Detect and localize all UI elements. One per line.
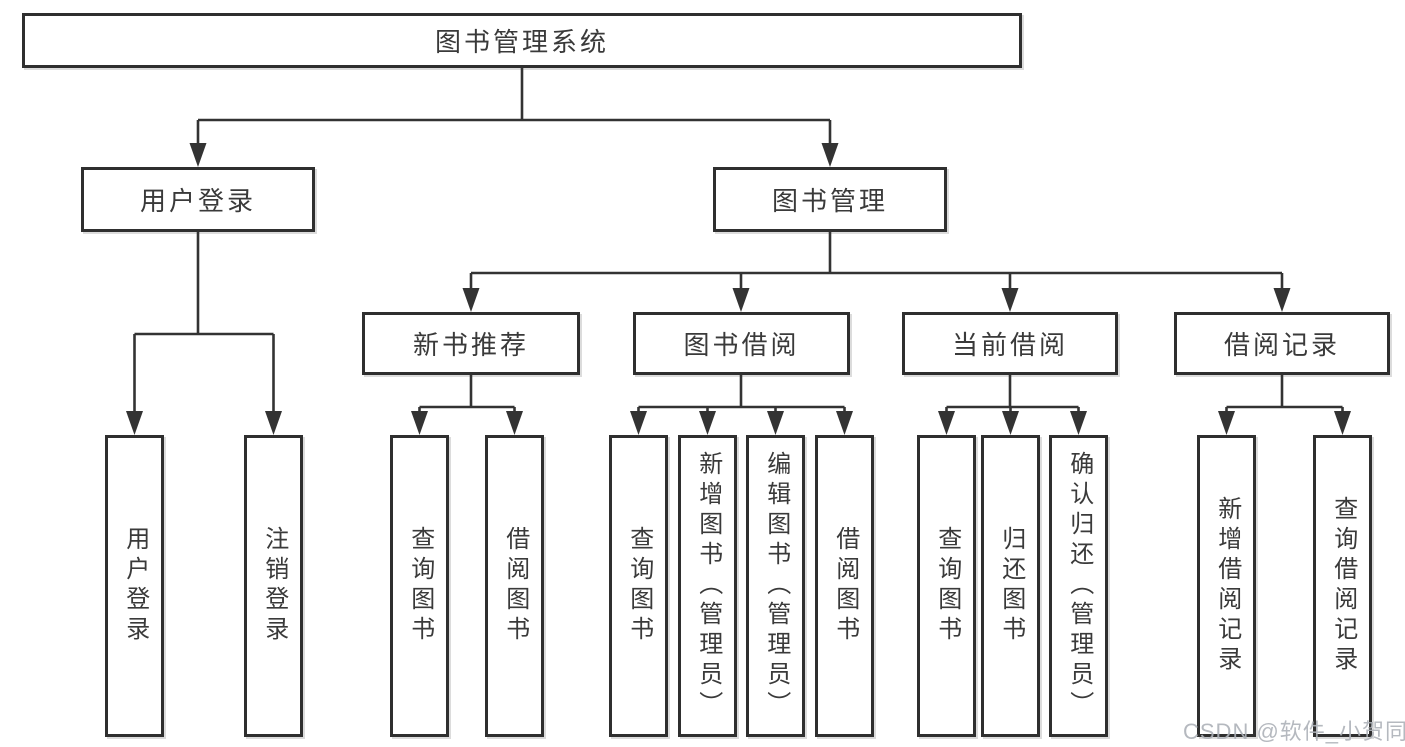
- node-label: 归还图书: [997, 526, 1025, 646]
- node-new-book-recommendation: 新书推荐: [362, 312, 580, 375]
- node-label: 借阅图书: [831, 526, 859, 646]
- node-borrowing-records: 借阅记录: [1174, 312, 1390, 375]
- node-return-books: 归还图书: [981, 435, 1040, 737]
- node-label: 新增借阅记录: [1213, 496, 1241, 676]
- node-add-book-admin: 新增图书（管理员）: [678, 435, 737, 737]
- node-label: 注销登录: [260, 526, 288, 646]
- watermark: CSDN @软件_小贺同学: [1183, 719, 1405, 744]
- node-label: 查询借阅记录: [1329, 496, 1357, 676]
- node-user-login-action: 用户登录: [105, 435, 164, 737]
- node-query-books-recommend: 查询图书: [390, 435, 449, 737]
- node-book-borrowing: 图书借阅: [633, 312, 850, 375]
- node-logout-action: 注销登录: [244, 435, 303, 737]
- node-label: 查询图书: [625, 526, 653, 646]
- node-user-login: 用户登录: [81, 167, 315, 232]
- node-label: 确认归还（管理员）: [1065, 451, 1093, 721]
- node-label: 新增图书（管理员）: [694, 451, 722, 721]
- node-confirm-return-admin: 确认归还（管理员）: [1049, 435, 1108, 737]
- node-edit-book-admin: 编辑图书（管理员）: [746, 435, 805, 737]
- node-label: 借阅图书: [501, 526, 529, 646]
- node-label: 编辑图书（管理员）: [762, 451, 790, 721]
- node-query-borrow-record: 查询借阅记录: [1313, 435, 1372, 737]
- node-label: 查询图书: [406, 526, 434, 646]
- node-query-books-current: 查询图书: [917, 435, 976, 737]
- node-book-management: 图书管理: [713, 167, 947, 232]
- node-add-borrow-record: 新增借阅记录: [1197, 435, 1256, 737]
- node-borrow-books-recommend: 借阅图书: [485, 435, 544, 737]
- node-label: 查询图书: [933, 526, 961, 646]
- node-borrow-books-borrowing: 借阅图书: [815, 435, 874, 737]
- node-label: 用户登录: [121, 526, 149, 646]
- node-current-borrowing: 当前借阅: [902, 312, 1118, 375]
- node-library-system: 图书管理系统: [22, 13, 1022, 68]
- node-query-books-borrowing: 查询图书: [609, 435, 668, 737]
